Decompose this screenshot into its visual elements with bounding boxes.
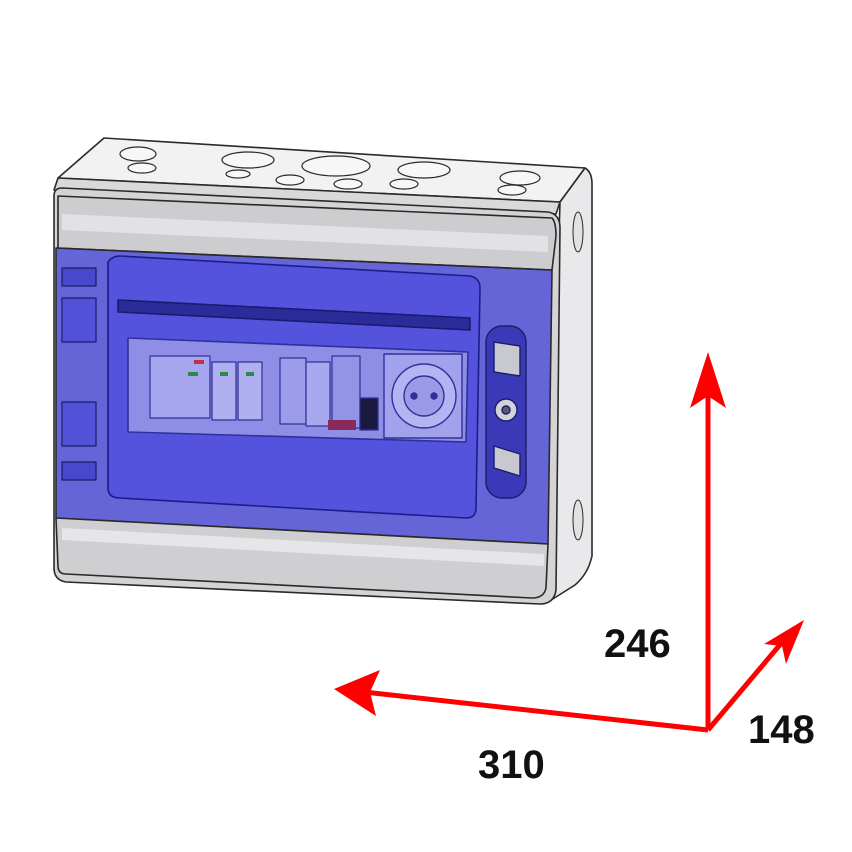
height-dimension-label: 246 bbox=[604, 622, 671, 666]
depth-arrow-head bbox=[764, 620, 804, 664]
width-dimension-label: 310 bbox=[478, 743, 545, 787]
cable-knockouts bbox=[119, 146, 541, 196]
dimension-arrows bbox=[334, 352, 804, 733]
front-top-band-highlight bbox=[62, 214, 548, 252]
door-latch bbox=[485, 325, 527, 499]
power-socket bbox=[383, 353, 463, 439]
din-rail-strip bbox=[117, 299, 471, 331]
depth-dimension-label: 148 bbox=[748, 708, 815, 752]
front-bottom-band-highlight bbox=[62, 528, 544, 566]
width-arrow-line bbox=[363, 689, 709, 733]
side-knockouts bbox=[572, 211, 584, 541]
door-hinges bbox=[61, 267, 97, 481]
depth-arrow-line bbox=[706, 638, 786, 732]
electrical-enclosure bbox=[53, 137, 593, 605]
width-arrow-head bbox=[334, 670, 380, 716]
circuit-breakers bbox=[149, 355, 379, 431]
height-arrow-head bbox=[690, 352, 726, 408]
